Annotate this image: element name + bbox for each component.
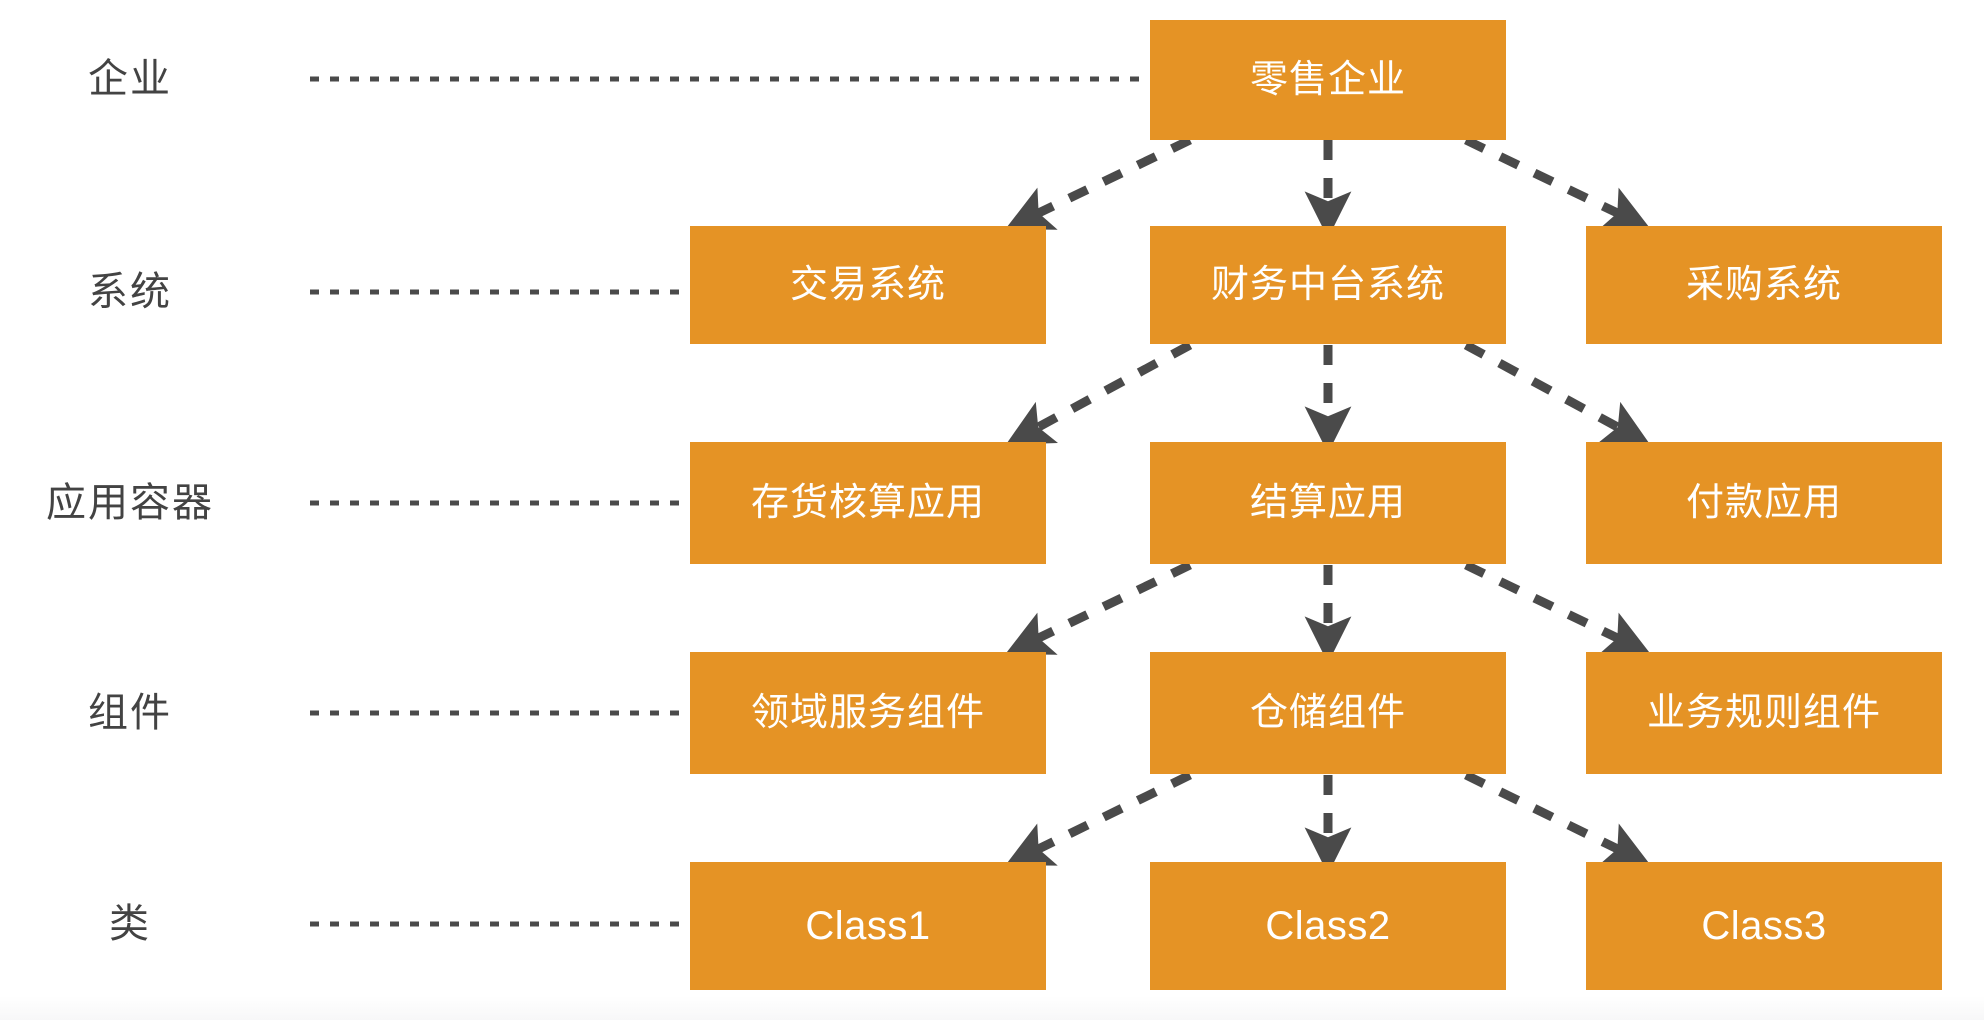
node-class1[interactable]: Class1 (690, 862, 1046, 990)
node-domain-service-component[interactable]: 领域服务组件 (690, 652, 1046, 774)
edge-warehouse-component-to-class3 (1464, 770, 1651, 866)
tier-label-system: 系统 (88, 270, 172, 314)
node-retail-enterprise[interactable]: 零售企业 (1150, 20, 1506, 140)
node-payment-app[interactable]: 付款应用 (1586, 442, 1942, 564)
tier-label-app-container: 应用容器 (46, 481, 214, 525)
edge-retail-enterprise-to-purchase-system (1464, 135, 1651, 230)
node-business-rule-component[interactable]: 业务规则组件 (1586, 652, 1942, 774)
edge-warehouse-component-to-class1 (1005, 770, 1192, 866)
node-trade-system[interactable]: 交易系统 (690, 226, 1046, 344)
edge-finance-midend-system-to-payment-app (1463, 341, 1651, 445)
node-warehouse-component[interactable]: 仓储组件 (1150, 652, 1506, 774)
tier-label-enterprise: 企业 (88, 57, 172, 101)
edge-settlement-app-to-domain-service-component (1005, 560, 1192, 655)
node-class2[interactable]: Class2 (1150, 862, 1506, 990)
node-purchase-system[interactable]: 采购系统 (1586, 226, 1942, 344)
node-finance-midend-system[interactable]: 财务中台系统 (1150, 226, 1506, 344)
node-inventory-accounting-app[interactable]: 存货核算应用 (690, 442, 1046, 564)
tier-label-component: 组件 (88, 691, 172, 735)
node-settlement-app[interactable]: 结算应用 (1150, 442, 1506, 564)
node-class3[interactable]: Class3 (1586, 862, 1942, 990)
tier-label-class: 类 (109, 902, 151, 946)
edge-finance-midend-system-to-inventory-accounting-app (1005, 341, 1193, 445)
edge-settlement-app-to-business-rule-component (1464, 560, 1651, 655)
edge-retail-enterprise-to-trade-system (1005, 135, 1192, 230)
bottom-edge-band (0, 996, 1984, 1020)
